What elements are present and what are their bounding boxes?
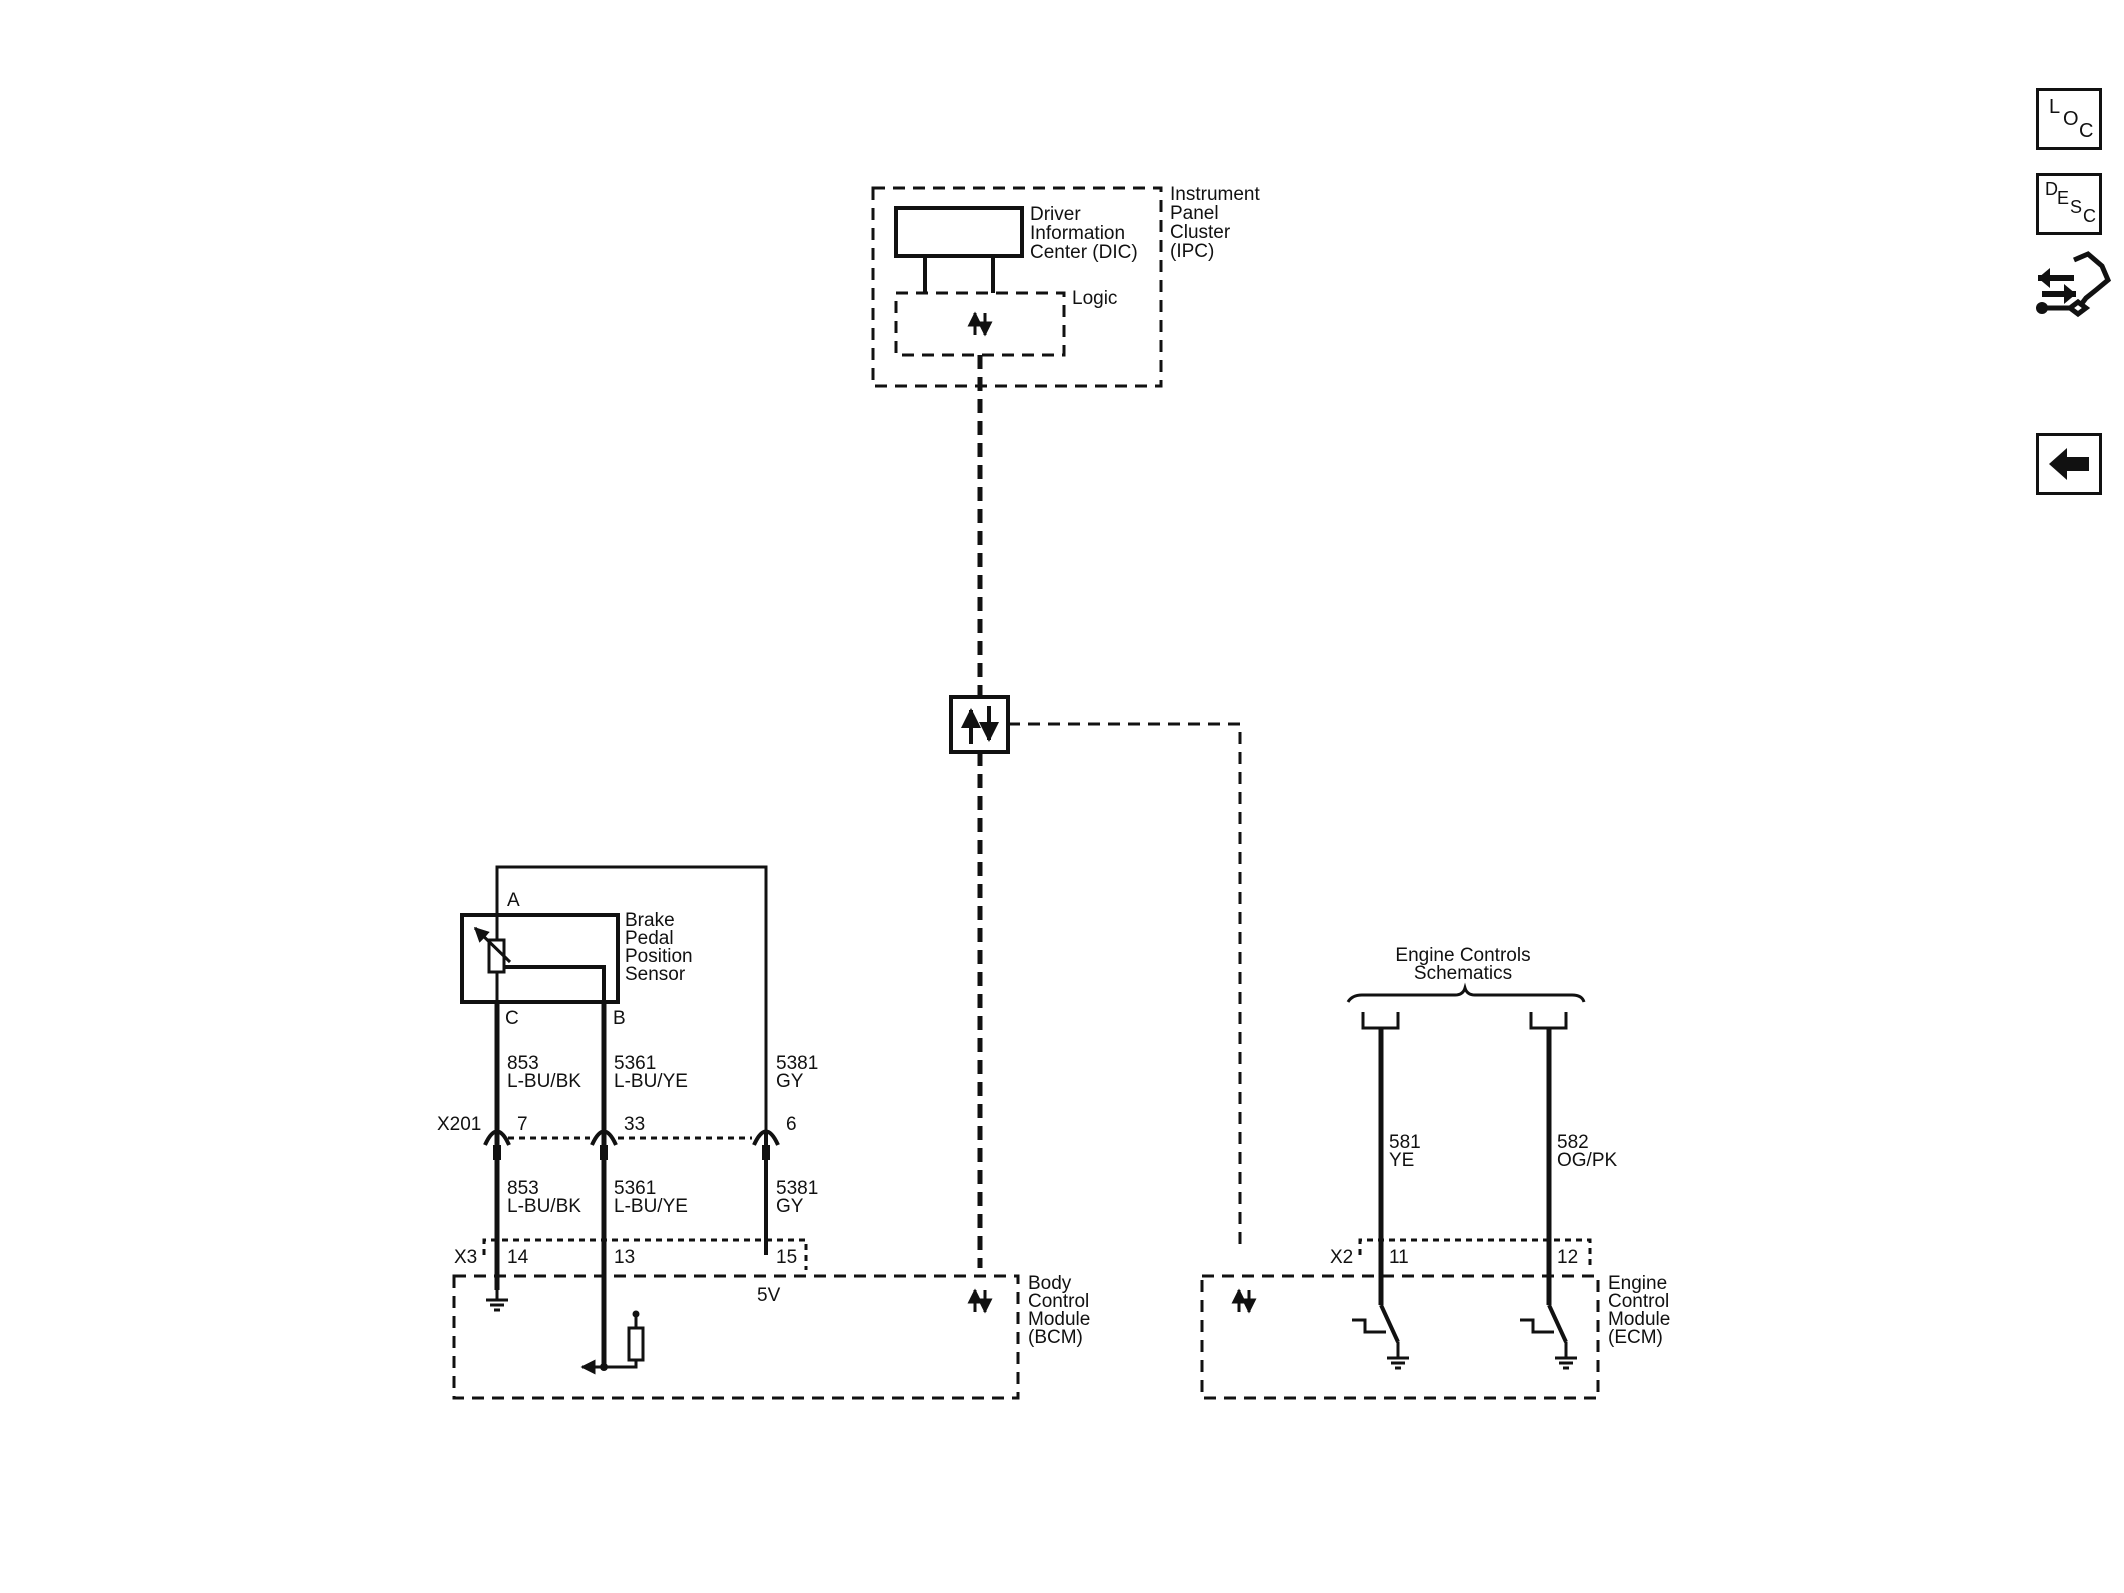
desc-button[interactable]: D E S C [2036,173,2102,235]
connector-name: X2 [1330,1247,1353,1268]
serial-data-bus [949,355,1242,1268]
sensor-pin-a: A [507,890,520,911]
connector-pin: 33 [624,1114,645,1135]
desc-letter: D [2045,179,2058,199]
sensor-pin-c: C [505,1008,519,1029]
loc-letter: L [2049,96,2061,118]
bcm-comm-icon [975,1290,985,1312]
desc-letter: C [2083,206,2096,226]
ground-icon [484,1288,510,1312]
back-arrow-icon [2049,448,2089,480]
connector-pin: 14 [507,1247,529,1268]
loc-button[interactable]: L O C [2036,88,2102,150]
connector-x201: X201 7 33 6 [437,1114,797,1135]
ipc-comm-icon [975,313,985,335]
data-splice-box [949,695,1010,754]
logic-label: Logic [1072,288,1117,309]
connector-pin: 11 [1389,1247,1409,1268]
ecm-comm-icon [1239,1290,1249,1312]
ecm-low-side-switch [1520,1304,1579,1370]
connector-name: X201 [437,1114,481,1135]
loc-letter: C [2079,120,2094,142]
connector-pin: 7 [517,1114,528,1135]
desc-letter: S [2070,197,2083,217]
connector-x3: X3 14 13 15 [454,1247,797,1268]
connector-pin: 13 [614,1247,635,1268]
ecm-wires [1358,1028,1592,1305]
back-button[interactable] [2036,433,2102,495]
pullup-resistor [627,1326,645,1362]
connector-pin: 6 [786,1114,797,1135]
connector-pin: 12 [1557,1247,1578,1268]
dic-display [894,206,1024,258]
supply-label: 5V [757,1285,781,1306]
ecm-low-side-switch [1352,1304,1411,1370]
logic-box [894,291,1066,357]
desc-letter: E [2057,188,2070,208]
tools-icon [2036,251,2112,318]
loc-letter: O [2063,108,2079,130]
sensor-pin-b: B [613,1008,626,1029]
tools-button[interactable] [2030,250,2114,334]
sensor-wires [482,1002,808,1367]
connector-x2: X2 11 12 [1330,1247,1578,1268]
connector-name: X3 [454,1247,477,1268]
connector-pin: 15 [776,1247,797,1268]
